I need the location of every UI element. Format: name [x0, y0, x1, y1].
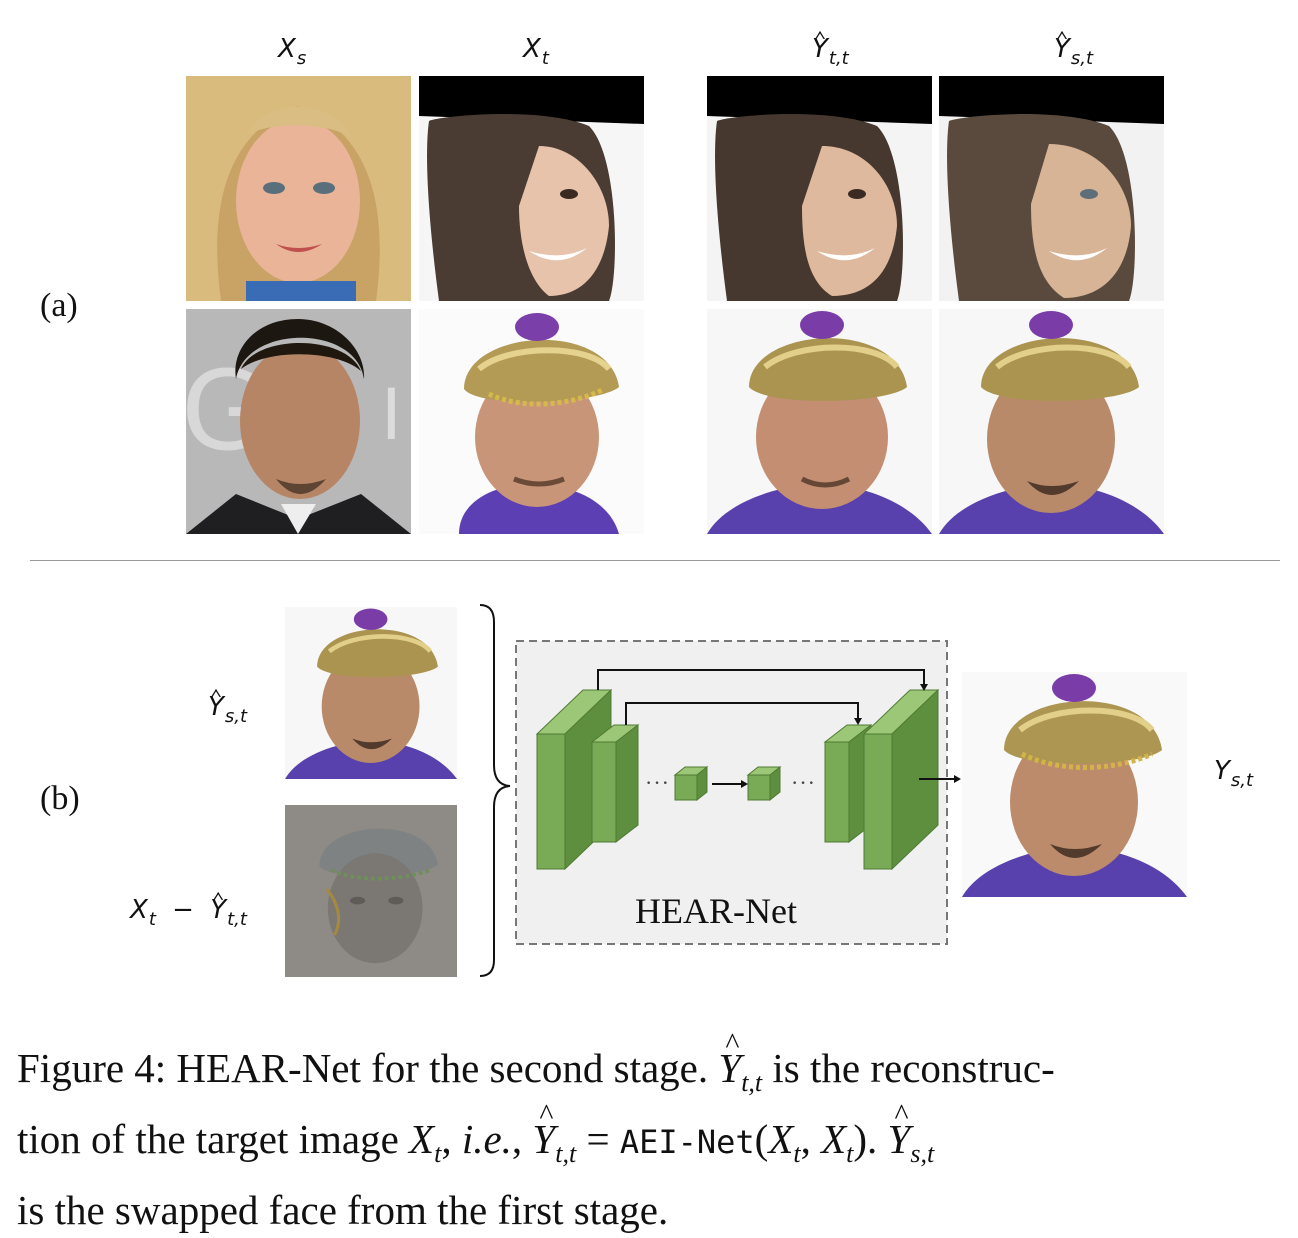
col-header-xs: Xs: [278, 34, 307, 69]
input-label-yhat-st: Ys,t: [208, 692, 248, 727]
input-label-xt-minus-yhat-tt: Xt − Yt,t: [130, 895, 247, 930]
photo-reconstruction-turban-man: [707, 309, 932, 534]
bottleneck-block-1: [673, 765, 709, 802]
encoder-block-2: [590, 723, 640, 844]
skip-connection-outer: [597, 669, 925, 690]
photo-input-residual: [285, 805, 457, 977]
panel-b-label: (b): [40, 780, 80, 817]
caption-math-yhat-tt: Y: [718, 1016, 741, 1096]
col-header-yhat-st: Ys,t: [1054, 34, 1094, 69]
photo-input-swapped-face: [285, 607, 457, 779]
section-divider: [30, 560, 1280, 561]
caption-text-3: tion of the target image: [17, 1116, 399, 1162]
photo-target-turban-man: [419, 309, 644, 534]
input-brace: [479, 604, 511, 977]
decoder-block-1: [862, 688, 940, 871]
col-header-yhat-tt: Yt,t: [812, 34, 849, 69]
skip-connection-inner: [625, 702, 859, 725]
caption-aei-net: AEI-Net: [619, 1123, 755, 1161]
ellipsis-left: ···: [645, 770, 670, 795]
ellipsis-right: ···: [791, 770, 816, 795]
caption-text-2: is the reconstruc-: [772, 1045, 1055, 1091]
hear-net-label: HEAR-Net: [635, 891, 797, 931]
photo-source-woman: [186, 76, 411, 301]
output-label-y-st: Ys,t: [1214, 756, 1254, 791]
figure-caption: Figure 4: HEAR-Net for the second stage.…: [17, 1016, 1285, 1238]
photo-reconstruction-woman: [707, 76, 932, 301]
photo-output-face: [962, 672, 1187, 897]
bottleneck-block-2: [746, 765, 782, 802]
caption-text-4: is the swapped face from the first stage…: [17, 1187, 669, 1233]
photo-swapped-turban-man: [939, 309, 1164, 534]
panel-a-label: (a): [40, 287, 78, 324]
col-header-xt: Xt: [523, 34, 549, 69]
photo-target-woman: [419, 76, 644, 301]
svg-text:I: I: [381, 374, 402, 456]
caption-ie: i.e.: [461, 1116, 512, 1162]
photo-swapped-woman: [939, 76, 1164, 301]
photo-source-man: G I: [186, 309, 411, 534]
hear-net-diagram: [479, 604, 961, 977]
caption-text-1: Figure 4: HEAR-Net for the second stage.: [17, 1045, 709, 1091]
